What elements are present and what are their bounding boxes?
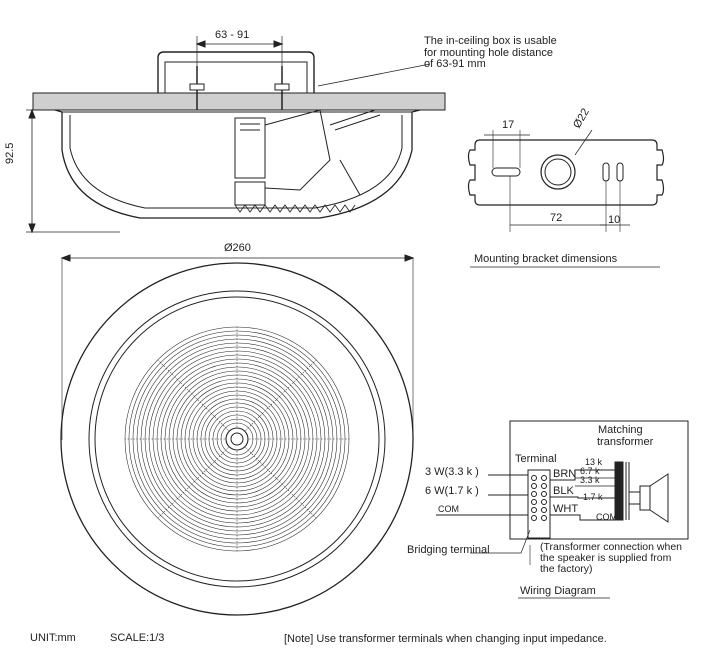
wiring-caption: Wiring Diagram bbox=[520, 585, 596, 597]
wiring-diagram bbox=[436, 420, 689, 599]
factory-note-line: the speaker is supplied from bbox=[540, 552, 672, 565]
grille-ring bbox=[156, 358, 318, 520]
wiring-terminal-title: Terminal bbox=[515, 453, 557, 465]
callout-line: for mounting hole distance bbox=[424, 46, 554, 59]
grille-ring bbox=[180, 382, 294, 496]
bridging-terminal-label: Bridging terminal bbox=[407, 544, 490, 556]
transformer-title: Matching bbox=[598, 424, 643, 436]
transformer-note: [Note] Use transformer terminals when ch… bbox=[284, 633, 607, 645]
side-view-drawing bbox=[26, 36, 446, 234]
bracket-drawing bbox=[467, 129, 665, 268]
input-label-com: COM bbox=[438, 504, 459, 514]
factory-note-line: the factory) bbox=[540, 563, 593, 576]
factory-note-line: (Transformer connection when bbox=[540, 541, 683, 553]
terminal-brn: BRN bbox=[553, 468, 577, 480]
tap-3-3k: 3.3 k bbox=[580, 475, 600, 485]
bracket-caption: Mounting bracket dimensions bbox=[474, 253, 618, 265]
grille-ring bbox=[132, 334, 342, 544]
front-view-drawing bbox=[60, 254, 415, 616]
tap-com: COM bbox=[596, 512, 617, 522]
diameter-dimension-label: Ø260 bbox=[224, 242, 251, 254]
width-dimension-label: 63 - 91 bbox=[215, 29, 250, 41]
input-label-3w: 3 W(3.3 k ) bbox=[425, 466, 479, 478]
factory-note: (Transformer connection when the speaker… bbox=[540, 541, 683, 576]
terminal-blk: BLK bbox=[553, 485, 574, 497]
terminal-wht: WHT bbox=[553, 503, 579, 515]
tap-6-7k: 6.7 k bbox=[580, 466, 600, 476]
bracket-dim-left: 17 bbox=[502, 119, 515, 131]
height-dimension-label: 92.5 bbox=[4, 142, 16, 164]
scale-label: SCALE:1/3 bbox=[110, 632, 165, 644]
speaker-grille bbox=[124, 326, 350, 552]
grille-ring bbox=[192, 394, 282, 484]
grille-ring bbox=[168, 370, 306, 508]
callout-line: The in-ceiling box is usable bbox=[424, 35, 557, 47]
grille-ring bbox=[144, 346, 330, 532]
callout-line: of 63-91 mm bbox=[424, 58, 486, 71]
transformer-title: transformer bbox=[597, 436, 654, 448]
bracket-dim-right: 10 bbox=[608, 214, 621, 226]
grille-ring bbox=[216, 418, 258, 460]
tap-13k: 13 k bbox=[585, 457, 603, 467]
bracket-dim-center: 72 bbox=[550, 212, 563, 224]
tap-1-7k: 1.7 k bbox=[583, 492, 603, 502]
ceiling-box-callout: The in-ceiling box is usable for mountin… bbox=[424, 35, 557, 71]
input-label-6w: 6 W(1.7 k ) bbox=[425, 485, 479, 497]
grille-ring bbox=[204, 406, 270, 472]
unit-label: UNIT:mm bbox=[30, 632, 76, 644]
